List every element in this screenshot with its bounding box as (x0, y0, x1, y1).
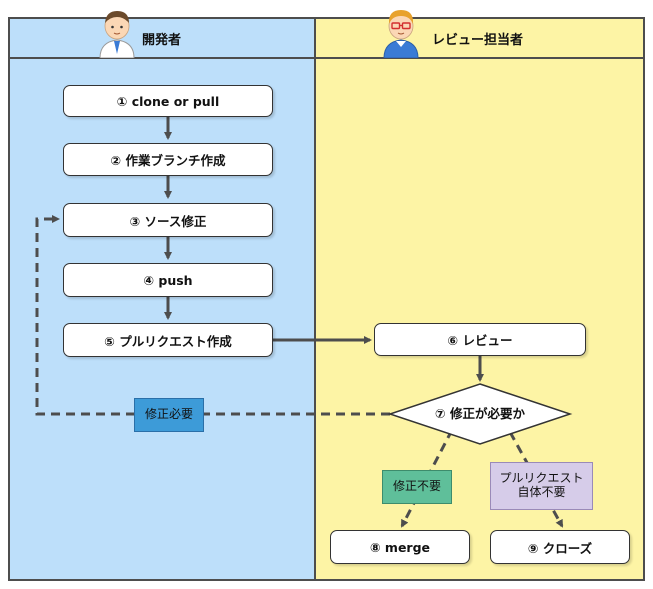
lane-header-divider (8, 57, 645, 59)
edge-s7-s8 (400, 429, 454, 528)
step-close: ⑨ クローズ (490, 530, 630, 564)
step-push: ④ push (63, 263, 273, 297)
step-clone-or-pull: ① clone or pull (63, 85, 273, 117)
label-pr-unneeded-line1: プルリクエスト (499, 471, 584, 486)
step-merge: ⑧ merge (330, 530, 470, 564)
decision-diamond (387, 383, 573, 445)
label-no-fix: 修正不要 (382, 470, 452, 504)
label-pr-unneeded: プルリクエスト 自体不要 (490, 462, 593, 510)
decision-needs-fix: ⑦ 修正が必要か (435, 405, 525, 421)
label-needs-fix: 修正必要 (134, 398, 204, 432)
developer-avatar-icon (99, 11, 135, 58)
label-no-fix-text: 修正不要 (392, 479, 441, 494)
reviewer-avatar-icon (383, 10, 419, 58)
reviewer-lane-title: レビュー担当者 (432, 33, 524, 48)
step-edit-source: ③ ソース修正 (63, 203, 273, 237)
edge-s7-s3-feedback (35, 215, 390, 416)
step-create-pull-request: ⑤ プルリクエスト作成 (63, 323, 273, 357)
step-review: ⑥ レビュー (374, 323, 586, 356)
step-create-branch: ② 作業ブランチ作成 (63, 143, 273, 176)
developer-lane-title: 開発者 (142, 33, 182, 48)
label-pr-unneeded-line2: 自体不要 (517, 485, 566, 499)
